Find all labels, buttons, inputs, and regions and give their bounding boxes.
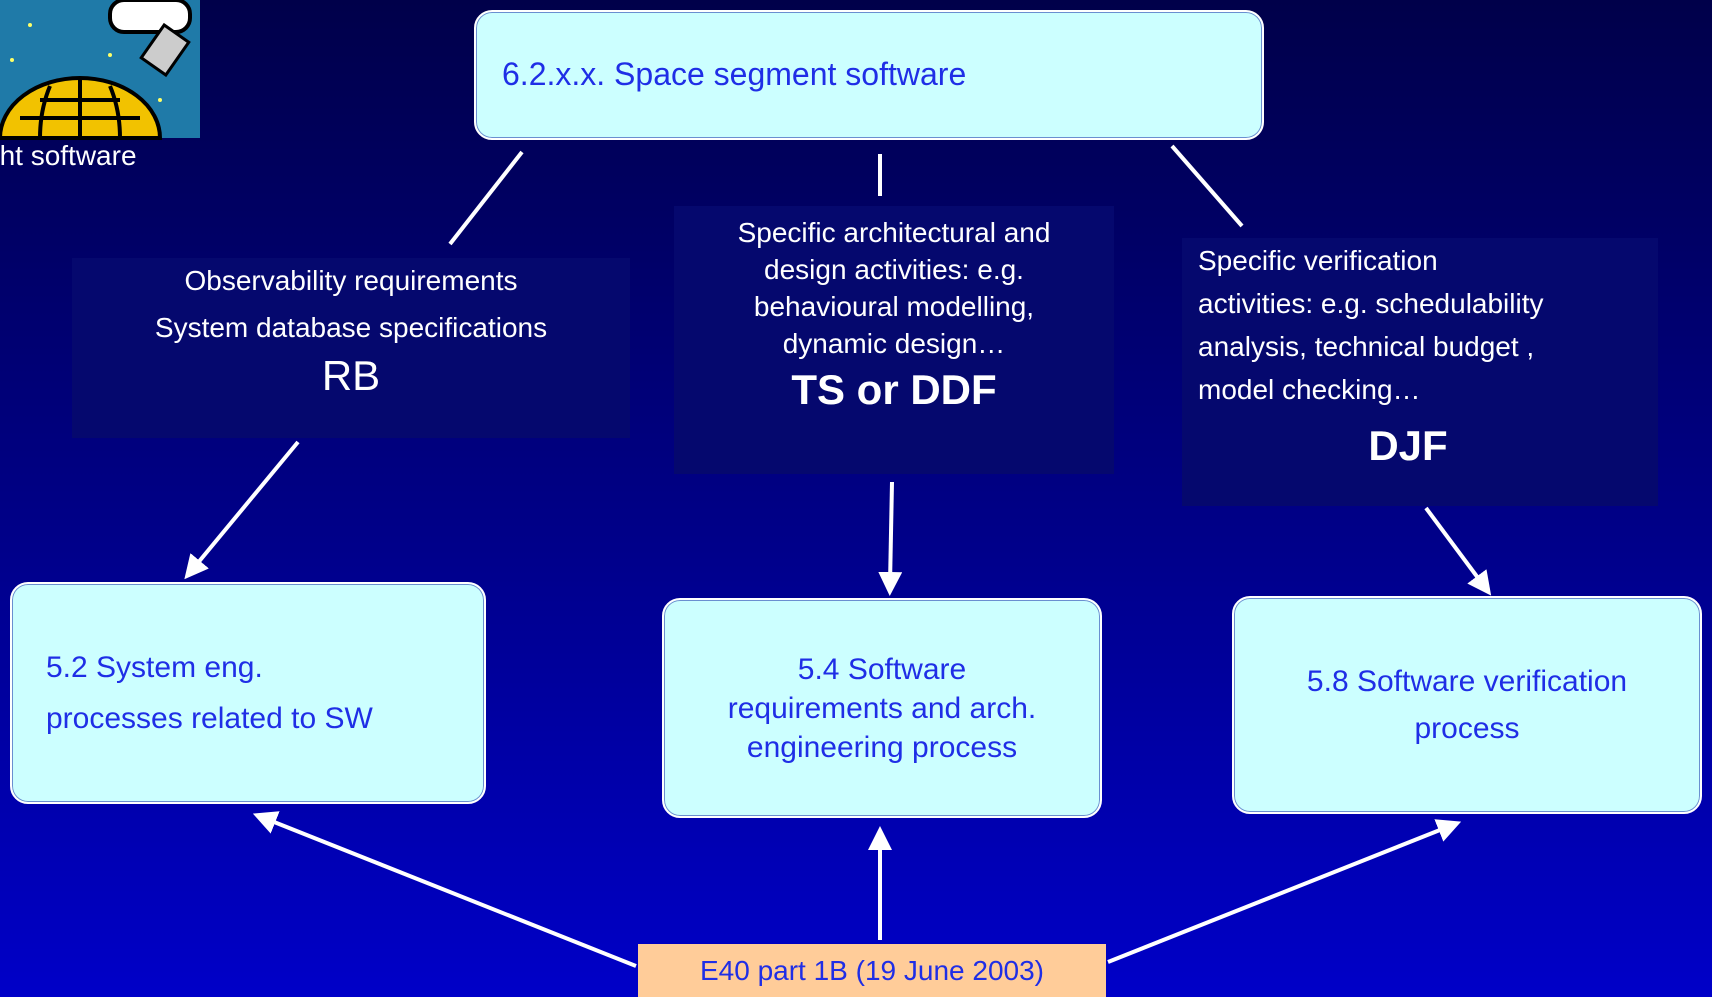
center-panel-line: behavioural modelling, — [753, 291, 1035, 322]
satellite-globe-icon — [0, 0, 200, 140]
process-node-system-eng: 5.2 System eng. processes related to SW — [10, 582, 486, 804]
connector-top-right — [1170, 144, 1244, 228]
connector-top-left — [448, 150, 524, 246]
center-panel-code: TS or DDF — [791, 366, 997, 413]
arrow-ts-to-sw-requirements — [878, 481, 903, 596]
center-panel-text: Specific architectural and design activi… — [674, 206, 1114, 362]
process-node-line: engineering process — [746, 730, 1018, 764]
left-panel-text: Observability requirements System databa… — [72, 258, 630, 346]
right-panel-line: Specific verification — [1198, 245, 1438, 276]
process-node-line: requirements and arch. — [727, 691, 1037, 725]
source-label: E40 part 1B (19 June 2003) — [699, 954, 1044, 986]
process-node-line: 5.4 Software — [797, 652, 967, 686]
center-panel-line: design activities: e.g. — [764, 254, 1024, 285]
space-segment-label: 6.2.x.x. Space segment software — [502, 56, 967, 93]
logo-caption: ght software — [0, 140, 137, 171]
center-panel-line: Specific architectural and — [737, 217, 1051, 248]
process-node-sw-requirements: 5.4 Software requirements and arch. engi… — [662, 598, 1102, 818]
right-panel-code: DJF — [1368, 422, 1448, 469]
right-panel-line: analysis, technical budget , — [1198, 331, 1535, 362]
source-tag: E40 part 1B (19 June 2003) — [638, 944, 1106, 997]
arrow-rb-to-system-eng — [184, 440, 300, 580]
left-panel-line: System database specifications — [154, 312, 548, 343]
left-panel-line: Observability requirements — [184, 265, 518, 296]
process-node-line: process — [1414, 712, 1520, 745]
arrow-source-to-sw-verification — [1107, 819, 1462, 964]
right-label-panel: Specific verification activities: e.g. s… — [1182, 238, 1658, 506]
space-segment-node: 6.2.x.x. Space segment software — [474, 10, 1264, 140]
right-panel-text: Specific verification activities: e.g. s… — [1198, 238, 1658, 408]
left-label-panel: Observability requirements System databa… — [72, 258, 630, 438]
center-label-panel: Specific architectural and design activi… — [674, 206, 1114, 474]
right-panel-line: model checking… — [1198, 374, 1421, 405]
process-node-sw-verification: 5.8 Software verification process — [1232, 596, 1702, 814]
process-node-line: 5.2 System eng. — [46, 651, 263, 684]
arrow-source-to-system-eng — [252, 811, 637, 968]
satellite-logo — [0, 0, 200, 145]
process-node-line: processes related to SW — [46, 702, 373, 735]
process-node-line: 5.8 Software verification — [1306, 665, 1628, 698]
center-panel-line: dynamic design… — [782, 328, 1006, 359]
left-panel-code: RB — [321, 352, 381, 399]
right-panel-line: activities: e.g. schedulability — [1198, 288, 1544, 319]
arrow-djf-to-sw-verification — [1424, 506, 1492, 596]
